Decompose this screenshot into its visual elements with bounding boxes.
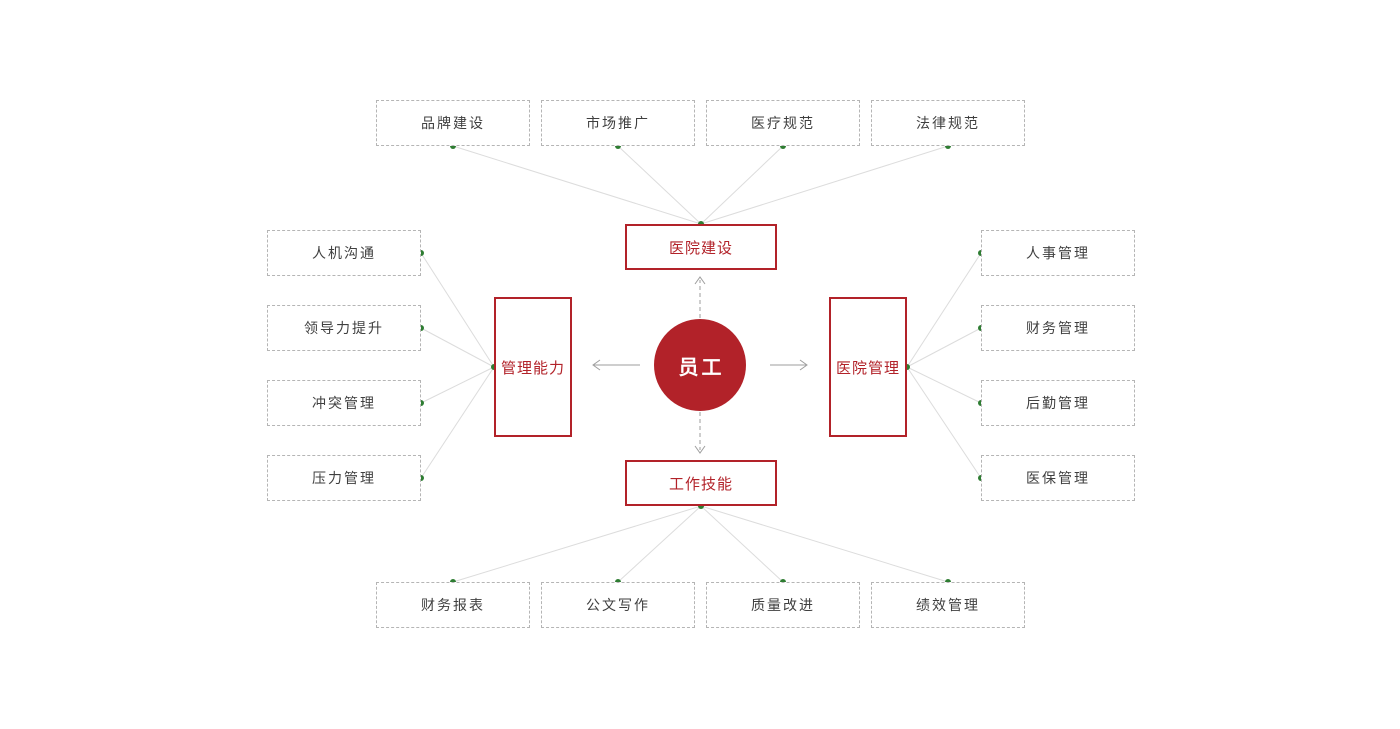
center-arrow-right — [770, 359, 808, 371]
leaf-label: 人机沟通 — [312, 245, 376, 261]
main-node-management-ability: 管理能力 — [494, 297, 572, 437]
leaf-node-financial-reports: 财务报表 — [376, 582, 530, 628]
leaf-label: 品牌建设 — [421, 115, 485, 131]
leaf-label: 财务报表 — [421, 597, 485, 613]
leaf-connectors-left — [420, 252, 495, 479]
main-node-work-skills: 工作技能 — [625, 460, 777, 506]
leaf-label: 冲突管理 — [312, 395, 376, 411]
leaf-node-conflict-management: 冲突管理 — [267, 380, 421, 426]
leaf-node-finance-management: 财务管理 — [981, 305, 1135, 351]
leaf-label: 后勤管理 — [1026, 395, 1090, 411]
leaf-node-leadership-improvement: 领导力提升 — [267, 305, 421, 351]
leaf-label: 公文写作 — [586, 597, 650, 613]
leaf-label: 市场推广 — [586, 115, 650, 131]
leaf-label: 质量改进 — [751, 597, 815, 613]
leaf-label: 医保管理 — [1026, 470, 1090, 486]
center-node-employee: 员工 — [654, 319, 746, 411]
leaf-connectors-top — [452, 145, 949, 225]
leaf-node-logistics-management: 后勤管理 — [981, 380, 1135, 426]
main-node-label: 管理能力 — [500, 359, 565, 377]
leaf-label: 财务管理 — [1026, 320, 1090, 336]
leaf-node-performance-management: 绩效管理 — [871, 582, 1025, 628]
leaf-node-communication: 人机沟通 — [267, 230, 421, 276]
leaf-node-brand-building: 品牌建设 — [376, 100, 530, 146]
main-node-label: 医院建设 — [668, 239, 733, 257]
main-node-hospital-management: 医院管理 — [829, 297, 907, 437]
leaf-node-official-writing: 公文写作 — [541, 582, 695, 628]
leaf-label: 人事管理 — [1026, 245, 1090, 261]
main-node-label: 工作技能 — [668, 475, 733, 493]
leaf-node-hr-management: 人事管理 — [981, 230, 1135, 276]
leaf-connectors-right — [906, 252, 982, 479]
center-node-label: 员工 — [678, 356, 725, 379]
center-arrow-up — [694, 276, 706, 318]
leaf-node-market-promotion: 市场推广 — [541, 100, 695, 146]
center-arrow-left — [592, 359, 640, 371]
leaf-node-stress-management: 压力管理 — [267, 455, 421, 501]
main-node-hospital-construction: 医院建设 — [625, 224, 777, 270]
main-node-label: 医院管理 — [835, 359, 900, 377]
leaf-node-medical-standards: 医疗规范 — [706, 100, 860, 146]
center-arrow-down — [694, 412, 706, 454]
leaf-node-medical-insurance-management: 医保管理 — [981, 455, 1135, 501]
leaf-node-legal-standards: 法律规范 — [871, 100, 1025, 146]
leaf-label: 绩效管理 — [916, 597, 980, 613]
leaf-label: 法律规范 — [916, 115, 980, 131]
leaf-label: 领导力提升 — [304, 320, 384, 336]
leaf-label: 压力管理 — [312, 470, 376, 486]
leaf-label: 医疗规范 — [751, 115, 815, 131]
leaf-connectors-bottom — [452, 505, 949, 583]
leaf-node-quality-improvement: 质量改进 — [706, 582, 860, 628]
